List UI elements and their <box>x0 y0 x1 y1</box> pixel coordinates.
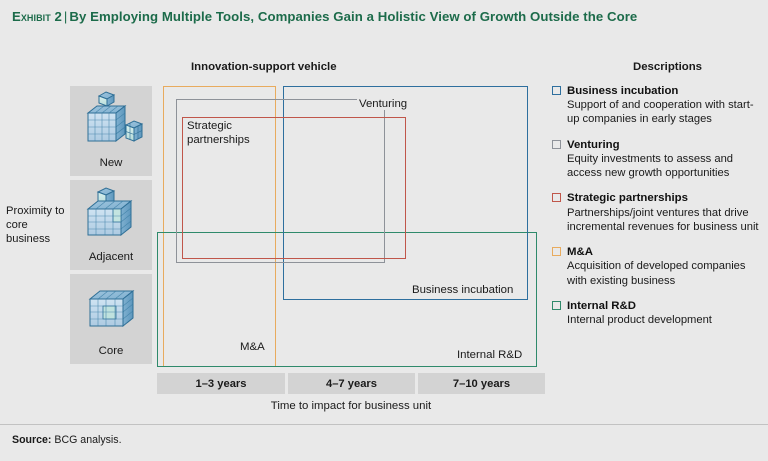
proximity-axis-label: Proximity to core business <box>6 205 65 245</box>
tier-label-adjacent: Adjacent <box>88 251 134 263</box>
tier-tile-core: Core <box>70 274 152 364</box>
legend-item-mna: M&A Acquisition of developed companies w… <box>552 245 764 288</box>
legend-title-strategic-partnerships: Strategic partnerships <box>567 192 688 205</box>
tier-tile-new: New <box>70 86 152 176</box>
descriptions-header: Descriptions <box>633 61 702 73</box>
box-strategic[interactable] <box>182 117 406 259</box>
legend-item-internal-rnd: Internal R&D Internal product developmen… <box>552 299 764 327</box>
tier-label-core: Core <box>98 345 124 357</box>
time-axis-caption: Time to impact for business unit <box>270 400 432 412</box>
legend-item-business-incubation: Business incubation Support of and coope… <box>552 84 764 127</box>
legend-title-mna: M&A <box>567 246 593 259</box>
legend-item-venturing: Venturing Equity investments to assess a… <box>552 138 764 181</box>
legend-swatch-strategic-partnerships <box>552 193 561 203</box>
box-incubation[interactable] <box>283 86 528 300</box>
descriptions-legend: Business incubation Support of and coope… <box>552 84 764 338</box>
legend-title-business-incubation: Business incubation <box>567 85 679 97</box>
cube-grid-adjacent-icon <box>86 187 133 237</box>
cube-grid-new-icon <box>86 91 144 143</box>
exhibit-title-text: By Employing Multiple Tools, Companies G… <box>69 9 638 24</box>
box-label-strategic-text: Strategic partnerships <box>187 120 250 146</box>
legend-swatch-mna <box>552 247 561 257</box>
legend-swatch-business-incubation <box>552 86 561 95</box>
legend-desc-business-incubation: Support of and cooperation with start-up… <box>567 99 754 126</box>
tier-tile-adjacent: Adjacent <box>70 180 152 270</box>
time-segment-2: 7–10 years <box>418 373 545 394</box>
source-text: BCG analysis. <box>51 434 122 446</box>
box-rnd[interactable] <box>157 232 537 367</box>
box-label-mna: M&A <box>238 341 267 353</box>
page-title: Exhibit 2|By Employing Multiple Tools, C… <box>12 8 756 26</box>
exhibit-label: Exhibit 2 <box>12 9 62 24</box>
title-separator: | <box>63 9 68 24</box>
tier-label-new: New <box>99 157 123 169</box>
footer-divider <box>0 424 768 425</box>
legend-item-strategic-partnerships: Strategic partnerships Partnerships/join… <box>552 191 764 234</box>
innovation-support-vehicle-header: Innovation-support vehicle <box>191 61 337 73</box>
legend-desc-strategic-partnerships: Partnerships/joint ventures that drive i… <box>567 206 759 233</box>
legend-title-internal-rnd: Internal R&D <box>567 299 636 312</box>
source-note: Source: BCG analysis. <box>12 434 122 446</box>
legend-swatch-venturing <box>552 139 561 149</box>
box-venturing[interactable] <box>176 99 385 263</box>
time-segment-1: 4–7 years <box>288 373 415 394</box>
legend-desc-internal-rnd: Internal product development <box>567 314 712 326</box>
legend-desc-venturing: Equity investments to assess and access … <box>567 152 734 180</box>
box-label-incubation: Business incubation <box>410 284 516 296</box>
cube-grid-core-icon <box>88 289 135 328</box>
box-label-rnd: Internal R&D <box>455 349 525 361</box>
legend-swatch-internal-rnd <box>552 300 561 310</box>
box-mna[interactable] <box>163 86 276 367</box>
source-label: Source: <box>12 434 52 446</box>
time-segment-0: 1–3 years <box>157 373 285 394</box>
box-label-strategic: Strategic partnerships <box>185 120 275 148</box>
legend-title-venturing: Venturing <box>567 138 620 151</box>
box-label-venturing: Venturing <box>357 98 410 110</box>
legend-desc-mna: Acquisition of developed companies with … <box>567 260 746 287</box>
